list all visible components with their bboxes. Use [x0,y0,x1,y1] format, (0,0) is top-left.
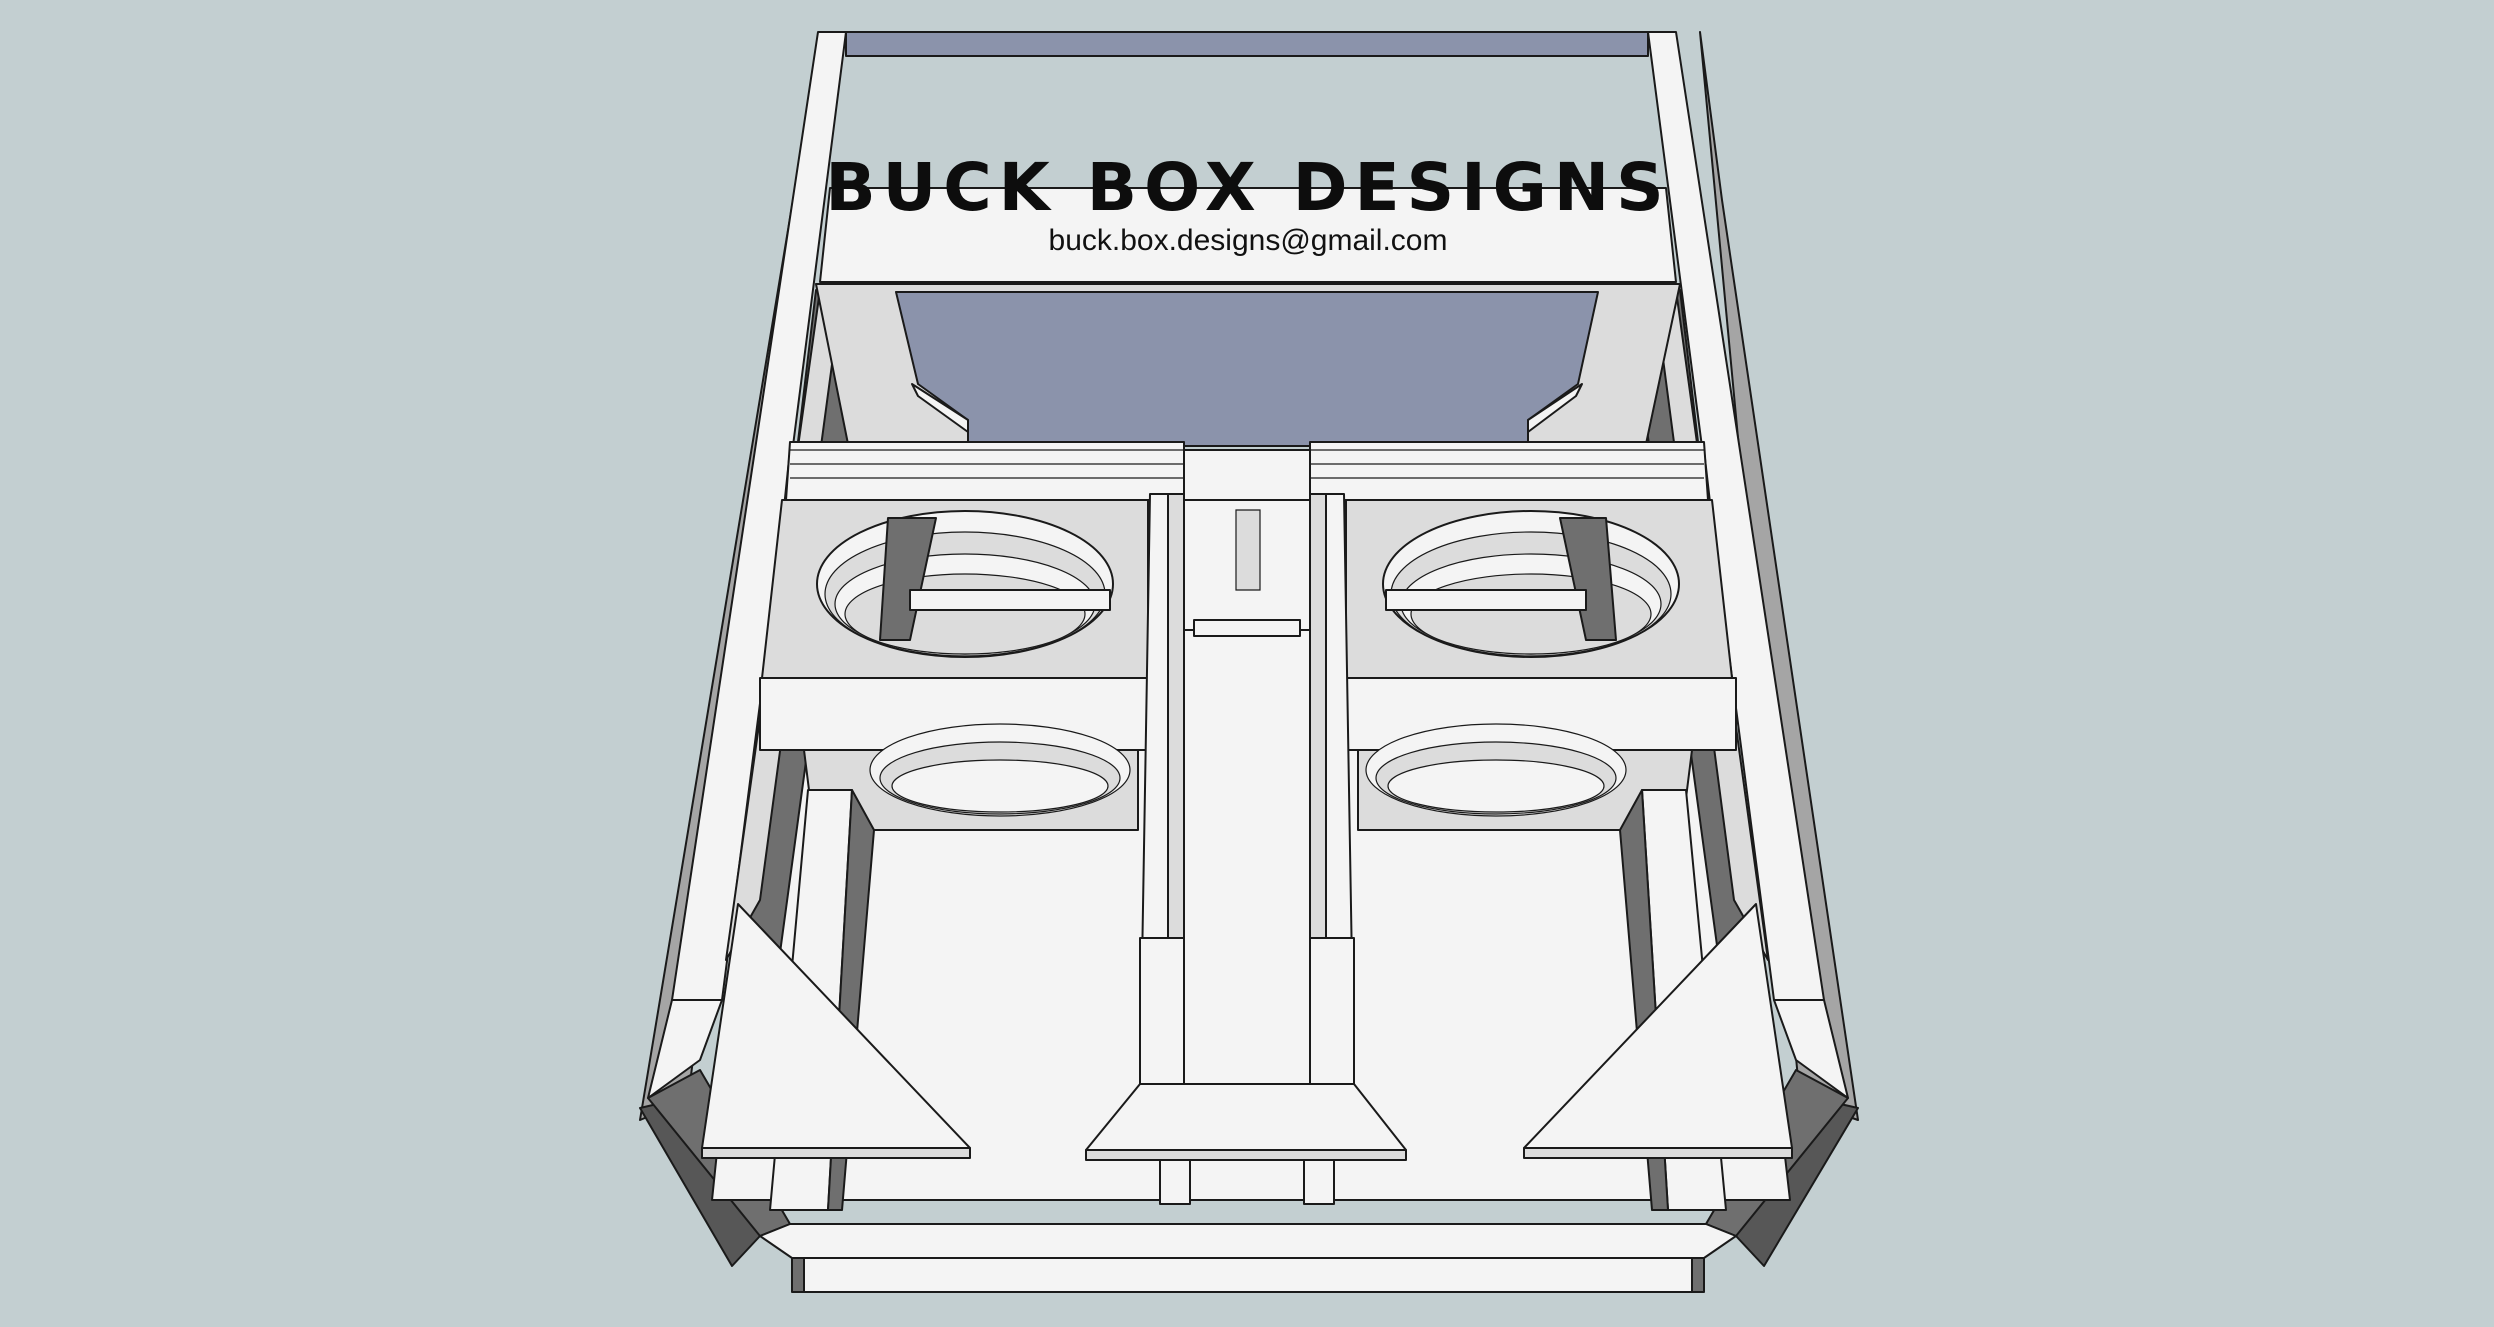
center-port-walls [1085,493,1407,1205]
port-opening [895,291,1599,447]
center-divider [1183,499,1311,637]
front-base-rail [759,1223,1737,1293]
left-outer-wall [639,31,847,1267]
right-lower-brace [1523,789,1793,1211]
rear-baffle [815,283,1681,447]
rear-top-rail [845,31,1649,57]
right-sub-chamber [1309,441,1737,831]
brand-title: BUCK BOX DESIGNS [825,149,1670,226]
left-lower-brace [701,789,971,1211]
brand-email: buck.box.designs@gmail.com [1049,224,1448,257]
left-sub-chamber [759,441,1185,831]
brand-panel: BUCK BOX DESIGNS buck.box.designs@gmail.… [819,149,1677,283]
